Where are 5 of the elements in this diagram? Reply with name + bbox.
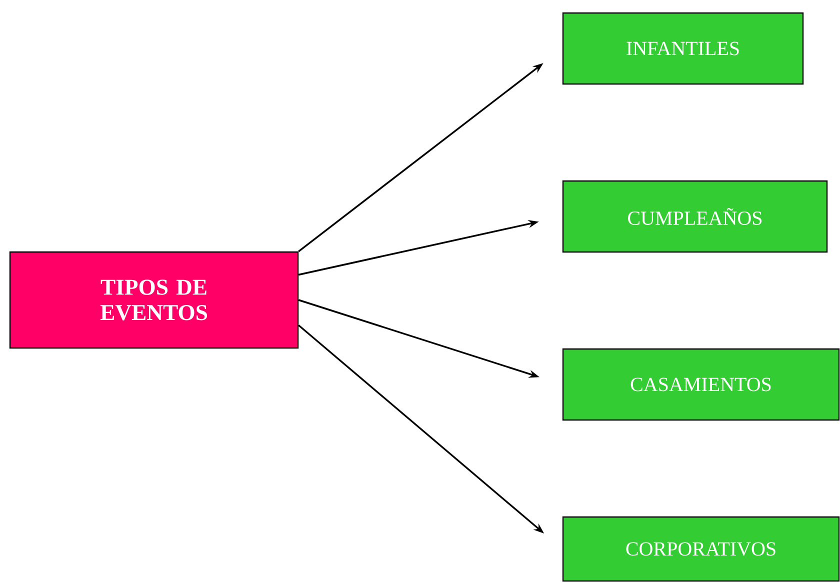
category-box: TIPOS DE EVENTOS [9, 251, 299, 349]
event-type-box: INFANTILES [562, 12, 804, 85]
event-type-box: CASAMIENTOS [562, 348, 840, 421]
event-type-box: CUMPLEAÑOS [562, 180, 828, 253]
event-type-box: CORPORATIVOS [562, 516, 840, 582]
